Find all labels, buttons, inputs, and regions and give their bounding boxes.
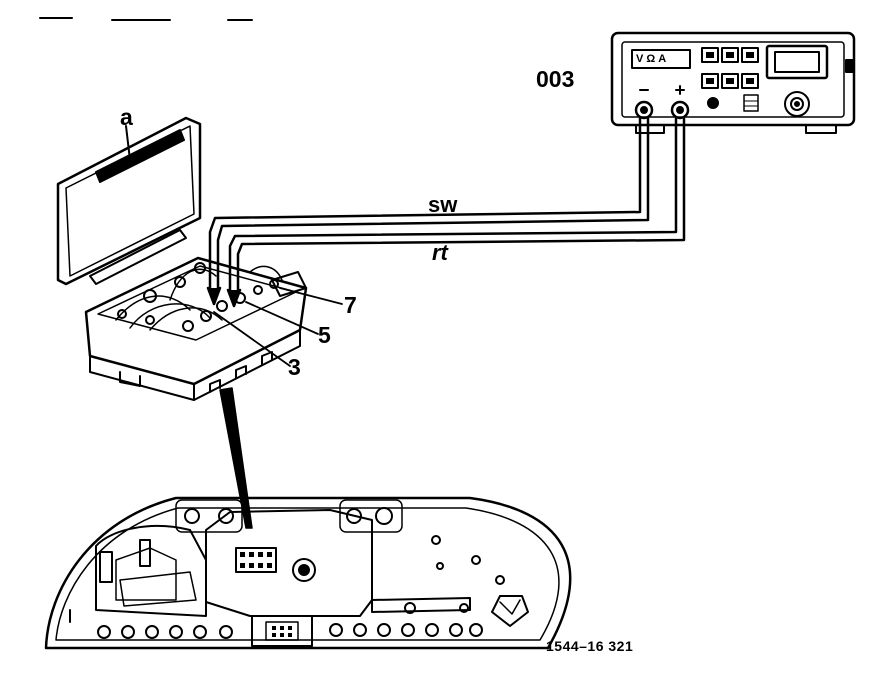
label-a: a xyxy=(120,104,133,130)
callout-leaders xyxy=(213,287,343,367)
cover-lid xyxy=(56,116,202,286)
label-pin-3: 3 xyxy=(288,354,301,380)
label-wire-red: rt xyxy=(432,240,448,265)
top-dashes xyxy=(39,17,253,21)
instrument-cluster xyxy=(44,496,572,650)
figure-reference: 1544–16 321 xyxy=(546,638,634,654)
meter-mode-label: V Ω A xyxy=(636,53,667,65)
label-pin-5: 5 xyxy=(318,322,331,348)
label-meter-003: 003 xyxy=(536,66,575,92)
label-wire-black: sw xyxy=(428,192,458,217)
assembly-arrow xyxy=(219,387,253,529)
multimeter xyxy=(610,31,856,134)
connector-housing xyxy=(84,256,308,401)
test-leads xyxy=(206,116,686,308)
label-pin-7: 7 xyxy=(344,292,357,318)
